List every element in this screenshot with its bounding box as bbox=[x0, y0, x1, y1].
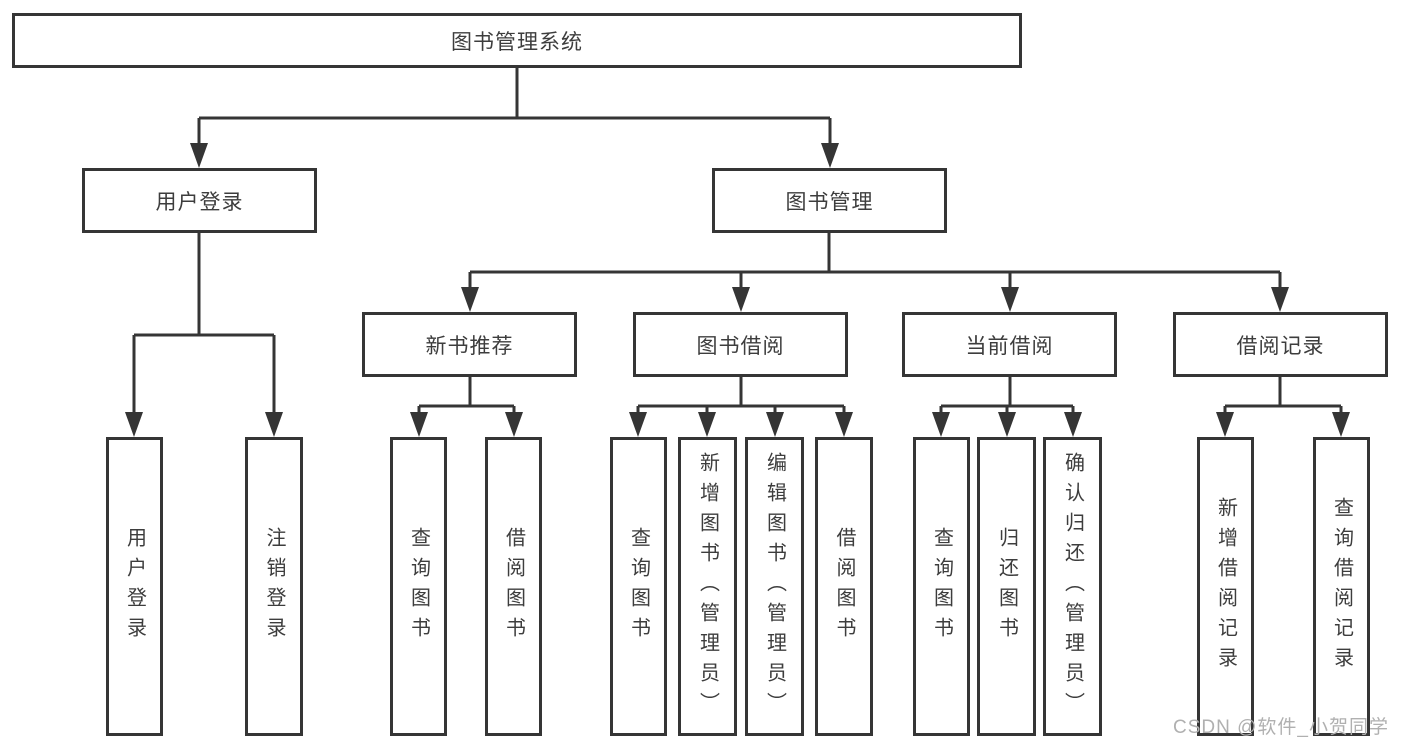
csdn-watermark: CSDN @软件_小贺同学 bbox=[1173, 717, 1389, 738]
leaf-query-books-borrowing-label: 查询图书 bbox=[627, 526, 650, 647]
leaf-confirm-return-admin: 确认归还（管理员） bbox=[1043, 437, 1102, 736]
leaf-query-borrow-record-label: 查询借阅记录 bbox=[1330, 496, 1353, 677]
leaf-query-books-current-label: 查询图书 bbox=[930, 526, 953, 647]
node-current-borrowing: 当前借阅 bbox=[902, 312, 1117, 377]
leaf-query-books-recommend: 查询图书 bbox=[390, 437, 447, 736]
leaf-borrow-books: 借阅图书 bbox=[815, 437, 873, 736]
leaf-query-borrow-record: 查询借阅记录 bbox=[1313, 437, 1370, 736]
leaf-borrow-books-recommend: 借阅图书 bbox=[485, 437, 542, 736]
leaf-add-books-admin-label: 新增图书（管理员） bbox=[696, 451, 719, 722]
leaf-borrow-books-recommend-label: 借阅图书 bbox=[502, 526, 525, 647]
leaf-confirm-return-admin-label: 确认归还（管理员） bbox=[1061, 451, 1084, 722]
node-book-borrowing: 图书借阅 bbox=[633, 312, 848, 377]
node-book-management-module: 图书管理 bbox=[712, 168, 947, 233]
node-new-book-recommend: 新书推荐 bbox=[362, 312, 577, 377]
node-new-book-recommend-label: 新书推荐 bbox=[425, 334, 514, 358]
leaf-edit-books-admin: 编辑图书（管理员） bbox=[745, 437, 804, 736]
leaf-query-books-recommend-label: 查询图书 bbox=[407, 526, 430, 647]
leaf-borrow-books-label: 借阅图书 bbox=[833, 526, 855, 647]
leaf-return-books: 归还图书 bbox=[977, 437, 1036, 736]
leaf-query-books-current: 查询图书 bbox=[913, 437, 970, 736]
node-book-borrowing-label: 图书借阅 bbox=[696, 334, 785, 358]
node-user-login-module-label: 用户登录 bbox=[155, 190, 244, 214]
arrow-heads bbox=[125, 143, 1350, 437]
tree-edges bbox=[132, 68, 1343, 417]
node-user-login-module: 用户登录 bbox=[82, 168, 317, 233]
leaf-logout: 注销登录 bbox=[245, 437, 303, 736]
node-root-system: 图书管理系统 bbox=[12, 13, 1022, 68]
leaf-user-login: 用户登录 bbox=[106, 437, 163, 736]
node-root-label: 图书管理系统 bbox=[451, 30, 583, 54]
node-borrowing-records: 借阅记录 bbox=[1173, 312, 1388, 377]
leaf-query-books-borrowing: 查询图书 bbox=[610, 437, 667, 736]
leaf-logout-label: 注销登录 bbox=[263, 526, 285, 647]
node-current-borrowing-label: 当前借阅 bbox=[965, 334, 1054, 358]
node-book-management-module-label: 图书管理 bbox=[785, 190, 874, 214]
leaf-add-borrow-record-label: 新增借阅记录 bbox=[1214, 496, 1237, 677]
leaf-return-books-label: 归还图书 bbox=[995, 526, 1018, 647]
leaf-add-books-admin: 新增图书（管理员） bbox=[678, 437, 737, 736]
leaf-edit-books-admin-label: 编辑图书（管理员） bbox=[763, 451, 786, 722]
node-borrowing-records-label: 借阅记录 bbox=[1236, 334, 1325, 358]
leaf-user-login-label: 用户登录 bbox=[123, 526, 146, 647]
leaf-add-borrow-record: 新增借阅记录 bbox=[1197, 437, 1254, 736]
